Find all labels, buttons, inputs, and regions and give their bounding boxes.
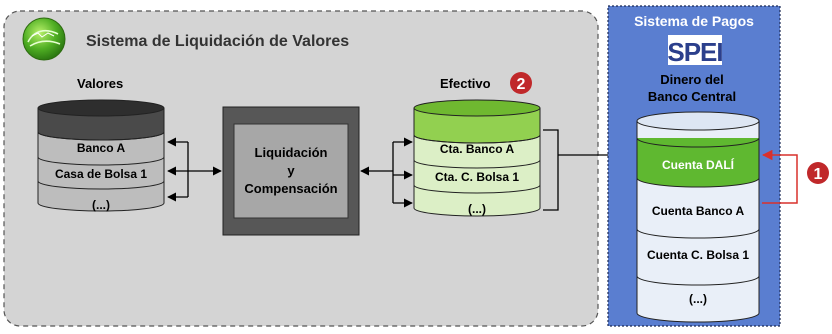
central-bank-row-2: Cuenta C. Bolsa 1	[647, 248, 749, 262]
clearing-label-line2: y	[287, 163, 295, 178]
securities-title: Valores	[77, 76, 123, 91]
cash-row-0: Cta. Banco A	[440, 142, 515, 156]
money-label-line1: Dinero del	[660, 72, 724, 87]
cash-row-2: (...)	[468, 202, 486, 216]
clearing-label-line1: Liquidación	[255, 145, 328, 160]
central-bank-cylinder	[636, 111, 760, 323]
cash-title: Efectivo	[440, 76, 491, 91]
dali-transfer-link	[761, 149, 798, 204]
securities-link-arrows	[167, 137, 222, 202]
money-label-line2: Banco Central	[648, 89, 736, 104]
cash-row-1: Cta. C. Bolsa 1	[435, 170, 519, 184]
securities-cylinder	[37, 99, 165, 212]
clearing-box	[222, 106, 360, 236]
payment-system-title: Sistema de Pagos	[634, 13, 754, 29]
securities-row-1: Casa de Bolsa 1	[55, 167, 147, 181]
cash-cylinder	[413, 99, 541, 217]
securities-row-2: (...)	[92, 198, 110, 212]
cash-badge-number: 2	[517, 76, 526, 93]
spei-logo-text: SPEI	[667, 37, 722, 67]
payment-badge-number: 1	[814, 166, 823, 183]
cash-link-arrows	[360, 137, 413, 208]
spei-logo: SPEI	[667, 35, 724, 67]
settlement-logo-icon	[22, 17, 66, 61]
payment-badge: 1	[807, 162, 829, 184]
cash-badge: 2	[510, 72, 532, 94]
central-bank-row-1: Cuenta Banco A	[652, 204, 745, 218]
settlement-system-title: Sistema de Liquidación de Valores	[86, 33, 349, 50]
securities-row-0: Banco A	[77, 141, 126, 155]
clearing-label-line3: Compensación	[244, 181, 337, 196]
central-bank-row-3: (...)	[689, 292, 707, 306]
central-bank-row-0: Cuenta DALÍ	[662, 157, 735, 172]
